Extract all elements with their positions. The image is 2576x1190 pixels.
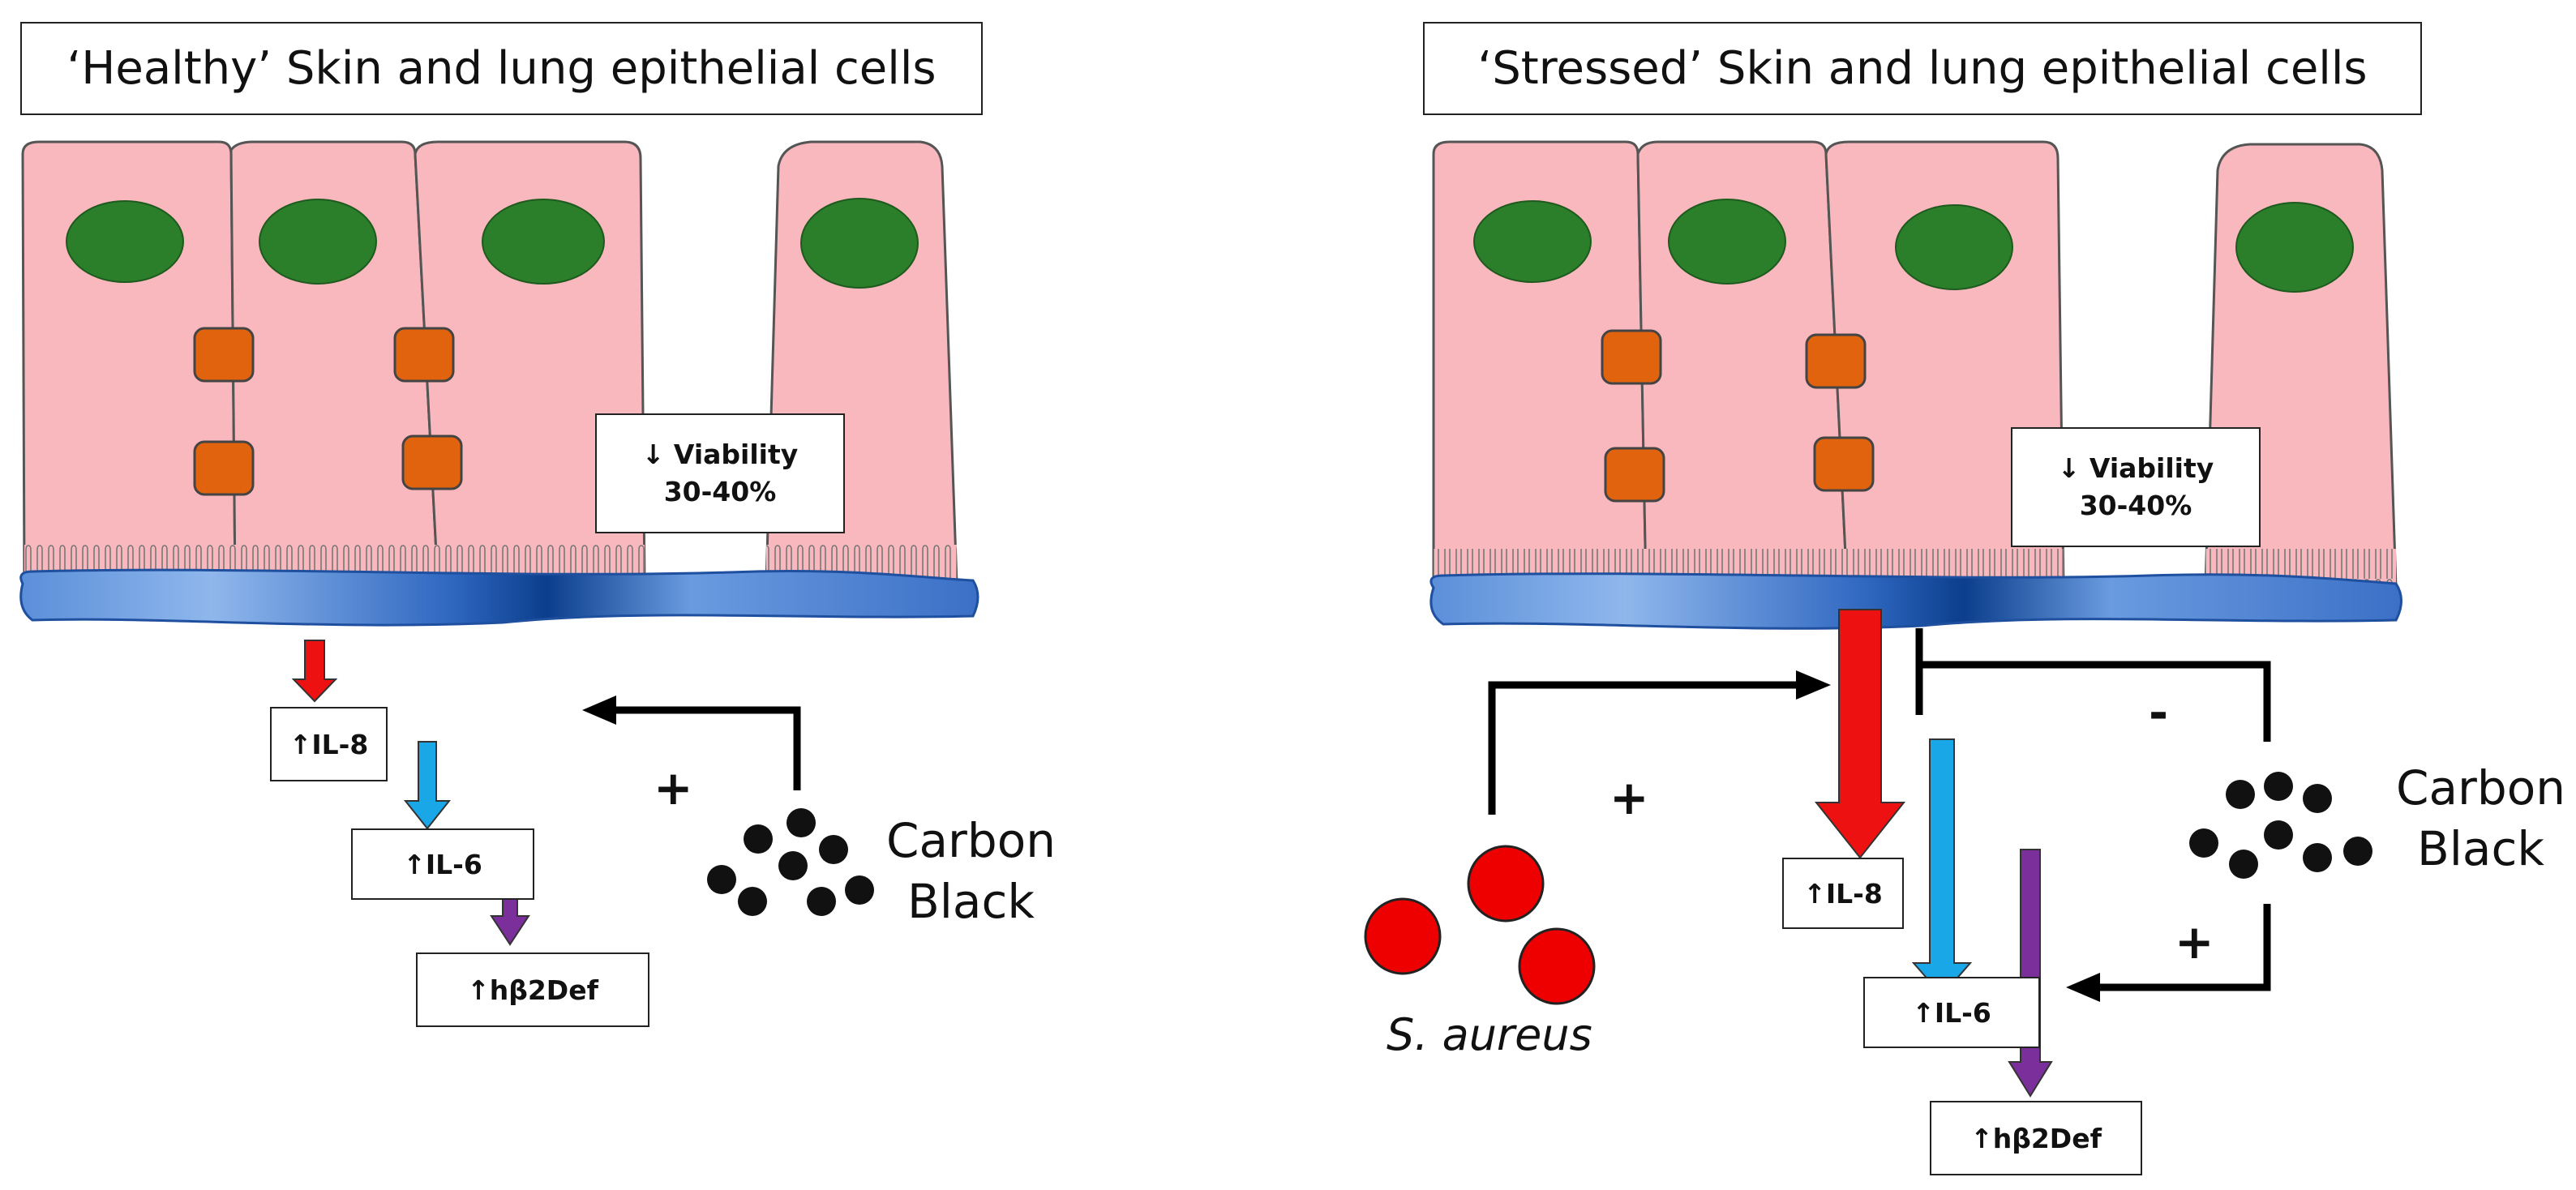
- carbon-black-stimulation-line: [2100, 904, 2271, 991]
- il8-arrow: [1814, 609, 1906, 859]
- up-arrow-icon: ↑: [1970, 1122, 1993, 1154]
- il6-text: IL-6: [425, 848, 482, 880]
- viability-label: ↓ Viability 30-40%: [595, 413, 845, 533]
- carbon-black-particles: [707, 808, 874, 916]
- il8-text: IL-8: [1825, 877, 1883, 910]
- viability-label: ↓ Viability 30-40%: [2011, 427, 2261, 547]
- carbon-black-feedback-line: [616, 706, 801, 790]
- nucleus: [482, 199, 605, 285]
- hb2def-arrow: [2008, 849, 2053, 1098]
- il6-label: ↑IL-6: [1863, 977, 2040, 1048]
- down-arrow-icon: ↓: [2057, 452, 2081, 484]
- s-aureus-label: S. aureus: [1387, 1009, 1592, 1060]
- nucleus: [1895, 204, 2013, 290]
- stressed-epithelium: [1364, 140, 2402, 1098]
- carbon-black-label: Carbon Black: [2396, 758, 2565, 880]
- hb2def-label: ↑hβ2Def: [416, 952, 649, 1027]
- tight-junction: [1813, 436, 1875, 492]
- hb2def-text: hβ2Def: [1992, 1122, 2102, 1154]
- down-arrow-icon: ↓: [641, 438, 665, 470]
- bacteria-plus-sign: +: [1609, 770, 1649, 825]
- il6-arrow: [403, 741, 452, 830]
- carbon-black-label: Carbon Black: [886, 811, 1056, 933]
- tight-junction: [193, 327, 255, 383]
- carbon-black-line-2: Black: [2417, 821, 2544, 877]
- hb2def-text: hβ2Def: [489, 974, 598, 1006]
- nucleus: [1668, 199, 1786, 285]
- viability-text: Viability: [673, 438, 799, 470]
- carbon-black-feedback-arrowhead: [582, 696, 616, 725]
- up-arrow-icon: ↑: [289, 728, 312, 760]
- carbon-black-plus-sign: +: [2175, 914, 2214, 970]
- nucleus: [259, 199, 377, 285]
- up-arrow-icon: ↑: [1912, 996, 1935, 1029]
- bacteria-feedback-arrowhead: [1796, 670, 1831, 700]
- tight-junction: [1604, 447, 1665, 503]
- nucleus: [66, 200, 184, 283]
- il6-label: ↑IL-6: [351, 828, 534, 900]
- il8-label: ↑IL-8: [1782, 858, 1904, 929]
- tight-junction: [401, 434, 463, 490]
- tight-junction: [193, 440, 255, 496]
- nucleus: [2235, 202, 2354, 293]
- basement-membrane: [19, 568, 979, 627]
- s-aureus-bacteria: [1364, 845, 1596, 1005]
- stimulation-plus-sign: +: [654, 760, 693, 815]
- basement-membrane: [1429, 572, 2402, 630]
- viability-line-1: ↓ Viability: [2058, 450, 2214, 487]
- up-arrow-icon: ↑: [1803, 877, 1826, 910]
- healthy-epithelium: [19, 140, 979, 946]
- tight-junction: [1601, 329, 1662, 385]
- il8-text: IL-8: [311, 728, 369, 760]
- hb2def-label: ↑hβ2Def: [1930, 1101, 2142, 1175]
- carbon-black-particles: [2189, 772, 2372, 879]
- carbon-black-stimulation-arrowhead: [2066, 973, 2100, 1002]
- il8-arrow: [291, 640, 338, 703]
- up-arrow-icon: ↑: [403, 848, 426, 880]
- viability-text: Viability: [2089, 452, 2214, 484]
- carbon-black-line-1: Carbon: [886, 813, 1056, 868]
- viability-line-1: ↓ Viability: [642, 436, 799, 473]
- healthy-panel-title: ‘Healthy’ Skin and lung epithelial cells: [20, 22, 983, 115]
- nucleus: [1473, 200, 1592, 283]
- carbon-black-minus-sign: -: [2149, 685, 2169, 740]
- tight-junction: [1805, 333, 1867, 389]
- tight-junction: [393, 327, 455, 383]
- up-arrow-icon: ↑: [467, 974, 490, 1006]
- stressed-panel-title: ‘Stressed’ Skin and lung epithelial cell…: [1423, 22, 2422, 115]
- carbon-black-inhibition-line: [1919, 661, 2271, 742]
- viability-line-2: 30-40%: [2079, 490, 2192, 521]
- il6-text: IL-6: [1934, 996, 1991, 1029]
- viability-line-2: 30-40%: [663, 476, 777, 507]
- bacteria-feedback-line: [1488, 681, 1800, 815]
- carbon-black-line-1: Carbon: [2396, 760, 2565, 815]
- nucleus: [800, 198, 919, 289]
- il8-label: ↑IL-8: [270, 707, 388, 781]
- carbon-black-line-2: Black: [907, 874, 1035, 930]
